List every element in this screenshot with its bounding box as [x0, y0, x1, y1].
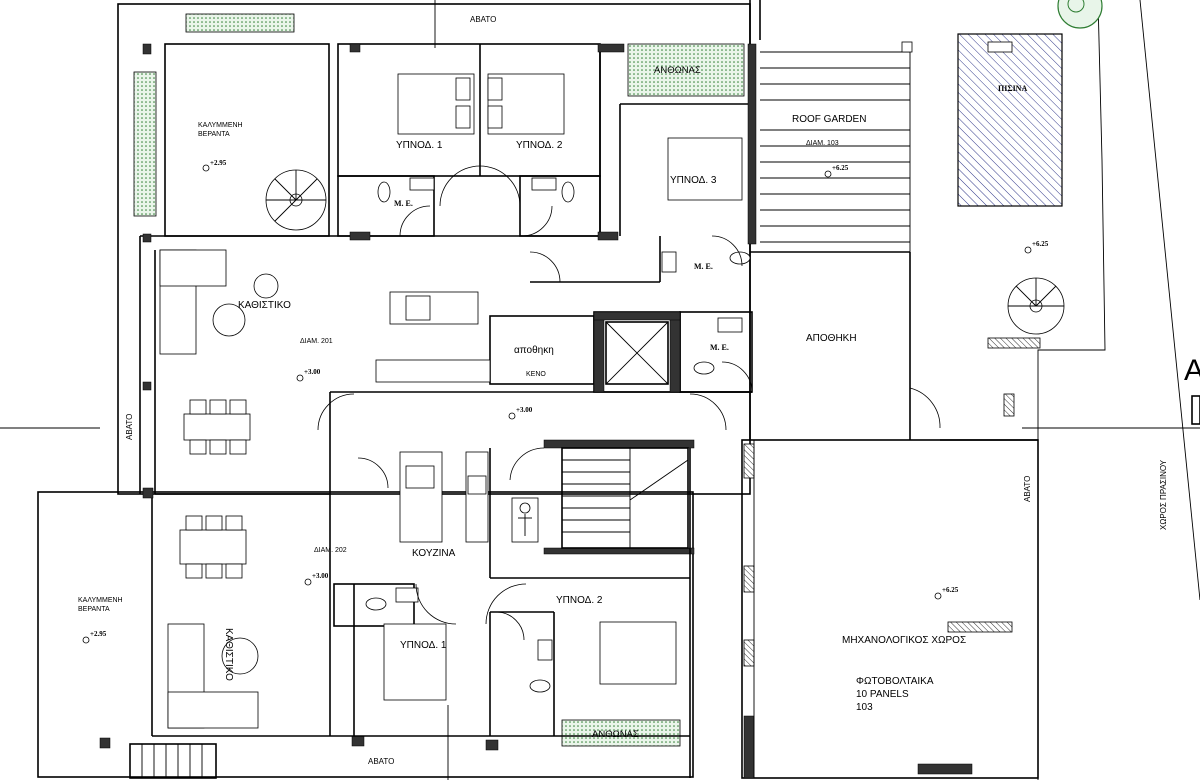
section-marker: [1191, 395, 1200, 425]
label-covered-veranda: ΚΑΛΥΜΜΕΝΗ: [78, 597, 123, 604]
label-mechanical-room: ΜΗΧΑΝΟΛΟΓΙΚΟΣ ΧΩΡΟΣ: [842, 635, 966, 646]
label-abato-left: ΑΒΑΤΟ: [125, 414, 134, 440]
label-roof-garden: ROOF GARDEN: [792, 114, 866, 125]
label-wc: Μ. Ε.: [394, 199, 413, 208]
label-pv: ΦΩΤΟΒΟΛΤΑΙΚΑ: [856, 676, 934, 687]
corner-post: [901, 41, 913, 53]
armchair: [212, 303, 246, 337]
planter-left: [133, 71, 157, 217]
label-abato-right: ΑΒΑΤΟ: [1023, 476, 1032, 502]
double-bed: [667, 137, 743, 201]
label-kitchen: ΚΟΥΖΙΝΑ: [412, 548, 456, 559]
level-apartment-201: +3.00: [304, 368, 321, 376]
plan-labels: ΑΒΑΤΟ ΑΒΑΤΟ ΑΒΑΤΟ ΑΒΑΤΟ ΧΩΡΟΣ ΠΡΑΣΙΝΟΥ Α…: [78, 15, 1200, 766]
level-veranda-bottom: +2.95: [90, 630, 107, 638]
level-apartment-202: +3.00: [312, 572, 329, 580]
tree-icon: [1057, 0, 1103, 29]
mechanical-room: [743, 337, 1041, 778]
dining-table: [179, 529, 247, 565]
label-wc: Μ. Ε.: [694, 262, 713, 271]
label-storage-big: ΑΠΟΘΗΚΗ: [806, 333, 857, 344]
label-bedroom-2-lower: ΥΠΝΟΔ. 2: [556, 595, 603, 606]
level-markers: [82, 164, 1032, 644]
label-abato-top: ΑΒΑΤΟ: [470, 15, 496, 24]
label-planter-top: ΑΝΘΩΝΑΣ: [654, 65, 701, 76]
label-pv: 10 PANELS: [856, 689, 909, 700]
label-covered-veranda: ΚΑΛΥΜΜΕΝΗ: [198, 122, 243, 129]
label-apartment-201: ΔΙΑΜ. 201: [300, 338, 333, 345]
label-bedroom-2-upper: ΥΠΝΟΔ. 2: [516, 140, 563, 151]
label-apartment-202: ΔΙΑΜ. 202: [314, 547, 347, 554]
label-bedroom-3-upper: ΥΠΝΟΔ. 3: [670, 175, 717, 186]
label-wc: Μ. Ε.: [710, 343, 729, 352]
label-green-space: ΧΩΡΟΣ ΠΡΑΣΙΝΟΥ: [1159, 459, 1168, 530]
pool: [957, 33, 1063, 207]
level-mechanical: +6.25: [942, 586, 959, 594]
label-pool: ΠΙΣΙΝΑ: [998, 84, 1027, 93]
label-storage-small: αποθηκη: [514, 345, 554, 356]
label-section-mark: A: [1184, 354, 1200, 387]
level-roof-garden: +6.25: [832, 164, 849, 172]
label-pv: 103: [856, 702, 873, 713]
label-planter-bottom: ΑΝΘΩΝΑΣ: [592, 729, 639, 740]
label-void: ΚΕΝΟ: [526, 371, 546, 378]
label-covered-veranda: ΒΕΡΑΝΤΑ: [198, 131, 230, 138]
double-bed: [599, 621, 677, 685]
spiral-stair-icon: [265, 169, 327, 231]
label-abato-bottom: ΑΒΑΤΟ: [368, 757, 394, 766]
label-living-upper: ΚΑΘΙΣΤΙΚΟ: [238, 300, 291, 311]
label-apartment-103: ΔΙΑΜ. 103: [806, 140, 839, 147]
upper-apartment: [139, 43, 941, 495]
spiral-stair-icon: [1007, 277, 1065, 335]
planter-top: [185, 13, 295, 33]
planter-anthonas-top: [627, 43, 745, 97]
wheelchair-lift-icon: [511, 497, 539, 543]
roof-garden-slats: [760, 44, 911, 252]
central-staircase: [561, 447, 689, 549]
label-living-lower: ΚΑΘΙΣΤΙΚΟ: [223, 628, 234, 681]
lower-apartment: [151, 447, 691, 778]
columns: [99, 43, 973, 779]
level-corridor: +3.00: [516, 406, 533, 414]
dining-table: [183, 413, 251, 441]
planters: [133, 13, 745, 747]
level-veranda-top: +2.95: [210, 159, 227, 167]
label-bedroom-1-lower: ΥΠΝΟΔ. 1: [400, 640, 447, 651]
exterior-staircase: [129, 743, 217, 779]
kitchen-island: [389, 291, 479, 325]
planter-anthonas-bottom: [561, 719, 681, 747]
label-bedroom-1-upper: ΥΠΝΟΔ. 1: [396, 140, 443, 151]
double-bed: [383, 623, 447, 701]
level-pool-deck: +6.25: [1032, 240, 1049, 248]
label-covered-veranda: ΒΕΡΑΝΤΑ: [78, 606, 110, 613]
